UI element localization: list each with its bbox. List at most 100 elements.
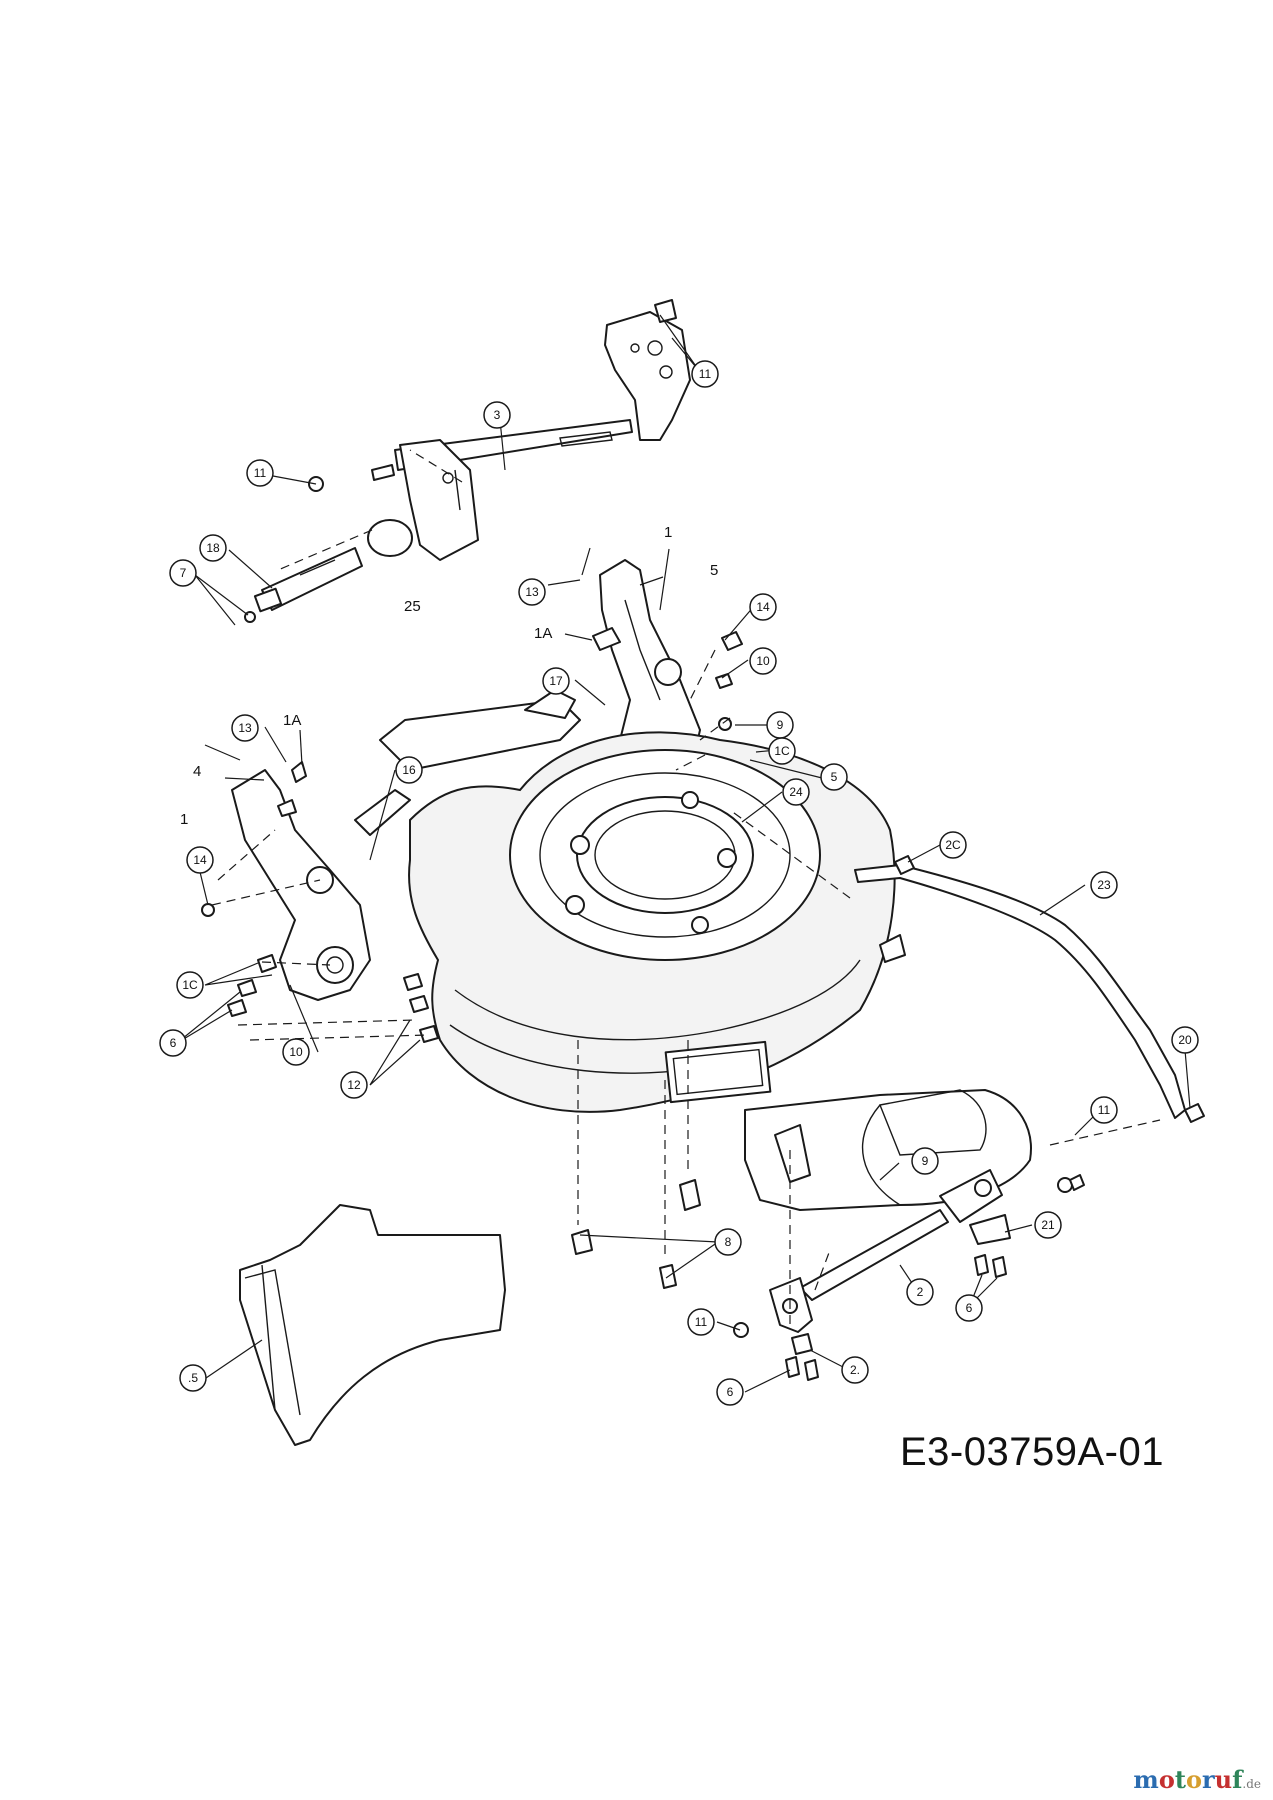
callout-number: 11: [695, 1315, 708, 1329]
callout-circle: [176, 971, 204, 999]
callout-circle: [768, 737, 796, 765]
callout-6: 6: [716, 1378, 744, 1406]
callout-circle: [749, 647, 777, 675]
callout-circle: [169, 559, 197, 587]
label-1A-left: 1A: [283, 712, 301, 729]
callout-10: 10: [749, 647, 777, 675]
label-1-left: 1: [180, 811, 188, 828]
callout-number: 1C: [182, 978, 198, 992]
callout-18: 18: [199, 534, 227, 562]
callout-2: 2: [906, 1278, 934, 1306]
callout-circle: [246, 459, 274, 487]
plain-labels: 25 1 5 1A 1A 4 1: [180, 524, 718, 828]
callout-circle: [714, 1228, 742, 1256]
callout-5: 5: [820, 763, 848, 791]
callout-12: 12: [340, 1071, 368, 1099]
assembly-lines: [211, 449, 1161, 1330]
callout-9: 9: [911, 1147, 939, 1175]
callout-number: 2C: [945, 838, 961, 852]
callout-23: 23: [1090, 871, 1118, 899]
watermark-letter: f: [1232, 1765, 1243, 1794]
callout-dot5: .5: [179, 1364, 207, 1392]
callout-number: 8: [725, 1235, 732, 1249]
front-axle-rod: [854, 855, 1205, 1123]
callout-number: 13: [525, 585, 539, 599]
callout-21: 21: [1034, 1211, 1062, 1239]
mower-deck: [379, 689, 906, 1113]
callout-number: 17: [549, 674, 563, 688]
callout-circle: [782, 778, 810, 806]
callout-bubbles: 113111871314101791C52413162C231491C61012…: [159, 360, 1199, 1406]
callout-17: 17: [542, 667, 570, 695]
callout-number: .5: [188, 1371, 198, 1385]
callout-2dot: 2.: [841, 1356, 869, 1384]
callout-24: 24: [782, 778, 810, 806]
callout-number: 10: [756, 654, 770, 668]
callout-13: 13: [231, 714, 259, 742]
callout-number: 24: [789, 785, 803, 799]
callout-circle: [687, 1308, 715, 1336]
callout-circle: [179, 1364, 207, 1392]
rear-deflector: [239, 1204, 506, 1446]
callout-number: 11: [699, 367, 712, 381]
callout-number: 11: [254, 466, 267, 480]
front-height-assembly: [733, 1169, 1073, 1381]
callout-11: 11: [1090, 1096, 1118, 1124]
callout-14: 14: [186, 846, 214, 874]
rear-axle-assembly: [244, 299, 691, 623]
label-25: 25: [404, 598, 421, 615]
callout-number: 9: [922, 1154, 929, 1168]
callout-number: 9: [777, 718, 784, 732]
callout-number: 11: [1098, 1103, 1111, 1117]
callout-2C: 2C: [939, 831, 967, 859]
label-1-right: 1: [664, 524, 672, 541]
callout-circle: [159, 1029, 187, 1057]
callout-1C: 1C: [176, 971, 204, 999]
callout-11: 11: [687, 1308, 715, 1336]
callout-circle: [939, 831, 967, 859]
callout-number: 13: [238, 721, 252, 735]
callout-number: 16: [402, 763, 416, 777]
callout-1C: 1C: [768, 737, 796, 765]
callout-circle: [955, 1294, 983, 1322]
motoruf-watermark: motoruf.de: [1133, 1765, 1261, 1794]
callout-number: 2: [917, 1285, 924, 1299]
callout-circle: [716, 1378, 744, 1406]
callout-circle: [906, 1278, 934, 1306]
watermark-letter: o: [1158, 1765, 1175, 1794]
callout-number: 1C: [774, 744, 790, 758]
callout-circle: [186, 846, 214, 874]
callout-circle: [911, 1147, 939, 1175]
callout-7: 7: [169, 559, 197, 587]
callout-circle: [282, 1038, 310, 1066]
callout-number: 3: [494, 408, 501, 422]
callout-circle: [231, 714, 259, 742]
watermark-domain: .de: [1242, 1777, 1261, 1791]
callout-8: 8: [714, 1228, 742, 1256]
callout-circle: [749, 593, 777, 621]
callout-circle: [691, 360, 719, 388]
callout-number: 6: [727, 1385, 734, 1399]
callout-circle: [518, 578, 546, 606]
callout-11: 11: [246, 459, 274, 487]
callout-6: 6: [955, 1294, 983, 1322]
callout-3: 3: [483, 401, 511, 429]
callout-number: 21: [1041, 1218, 1055, 1232]
callout-number: 6: [170, 1036, 177, 1050]
callout-number: 18: [206, 541, 220, 555]
drawing-reference-code: E3-03759A-01: [900, 1430, 1164, 1474]
watermark-letter: t: [1174, 1765, 1186, 1794]
callout-number: 20: [1178, 1033, 1192, 1047]
callout-16: 16: [395, 756, 423, 784]
callout-number: 12: [347, 1078, 361, 1092]
callout-13: 13: [518, 578, 546, 606]
callout-circle: [1090, 1096, 1118, 1124]
left-height-lever: [201, 761, 439, 1043]
watermark-letter: m: [1133, 1765, 1159, 1794]
callout-circle: [395, 756, 423, 784]
callout-circle: [483, 401, 511, 429]
label-4: 4: [193, 763, 201, 780]
callout-circle: [1171, 1026, 1199, 1054]
callout-circle: [820, 763, 848, 791]
